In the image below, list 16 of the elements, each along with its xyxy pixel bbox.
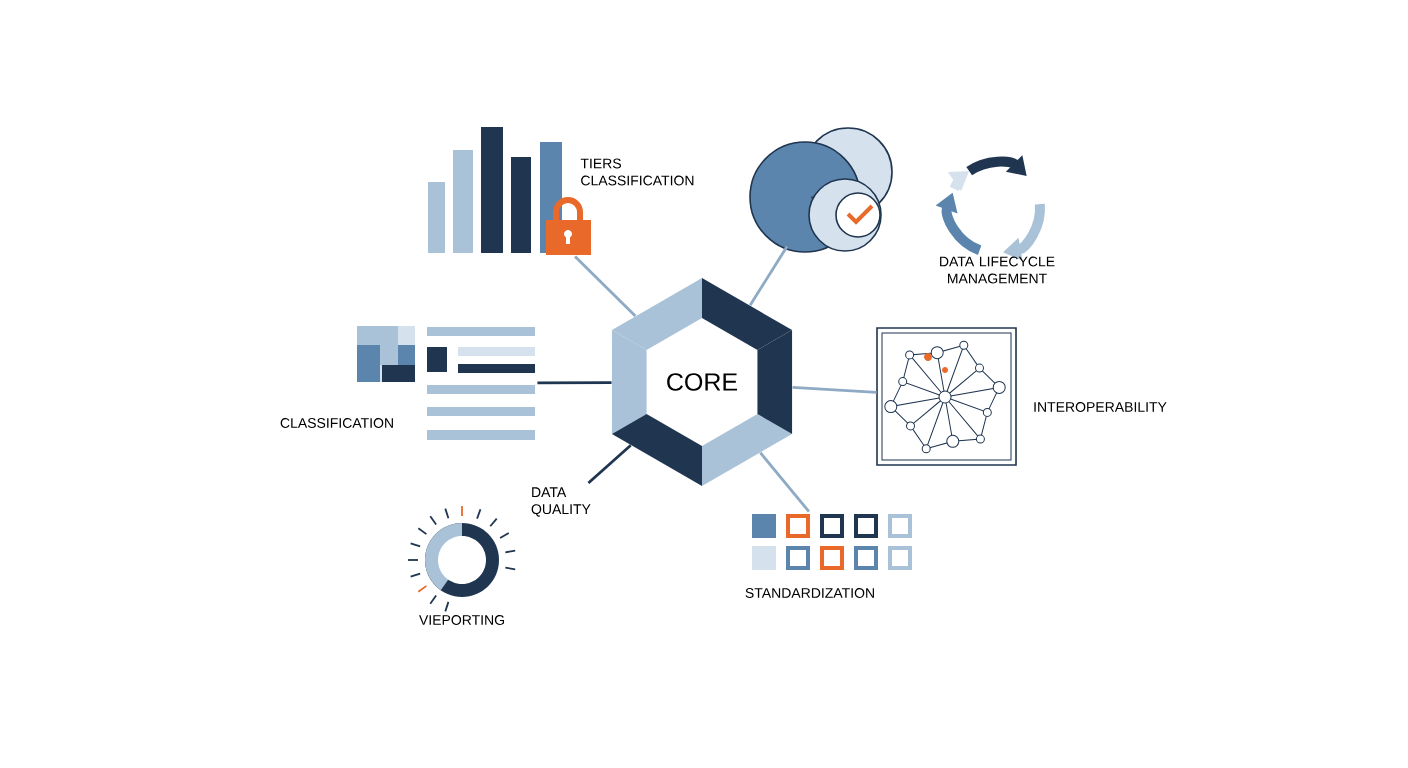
connector-line bbox=[587, 444, 632, 484]
hexagon: CORE bbox=[611, 278, 793, 486]
connector-line bbox=[574, 255, 637, 318]
label: VIEPORTING bbox=[419, 615, 504, 625]
label: TIERS CLASSIFICATION bbox=[580, 158, 694, 186]
connector-line bbox=[748, 245, 789, 307]
venn-diagram-drawing bbox=[749, 127, 893, 253]
label: DATA LIFECYCLE MANAGEMENT bbox=[940, 256, 1055, 284]
connector-line bbox=[759, 451, 810, 513]
label: INTEROPERABILITY bbox=[1034, 402, 1167, 412]
label: DATA QUALITY bbox=[531, 487, 591, 517]
label: CLASSIFICATION bbox=[280, 418, 393, 428]
label: STANDARDIZATION bbox=[745, 588, 874, 598]
connector-line bbox=[537, 381, 612, 385]
connector-line bbox=[792, 385, 877, 394]
node-label: CORE bbox=[667, 373, 738, 391]
